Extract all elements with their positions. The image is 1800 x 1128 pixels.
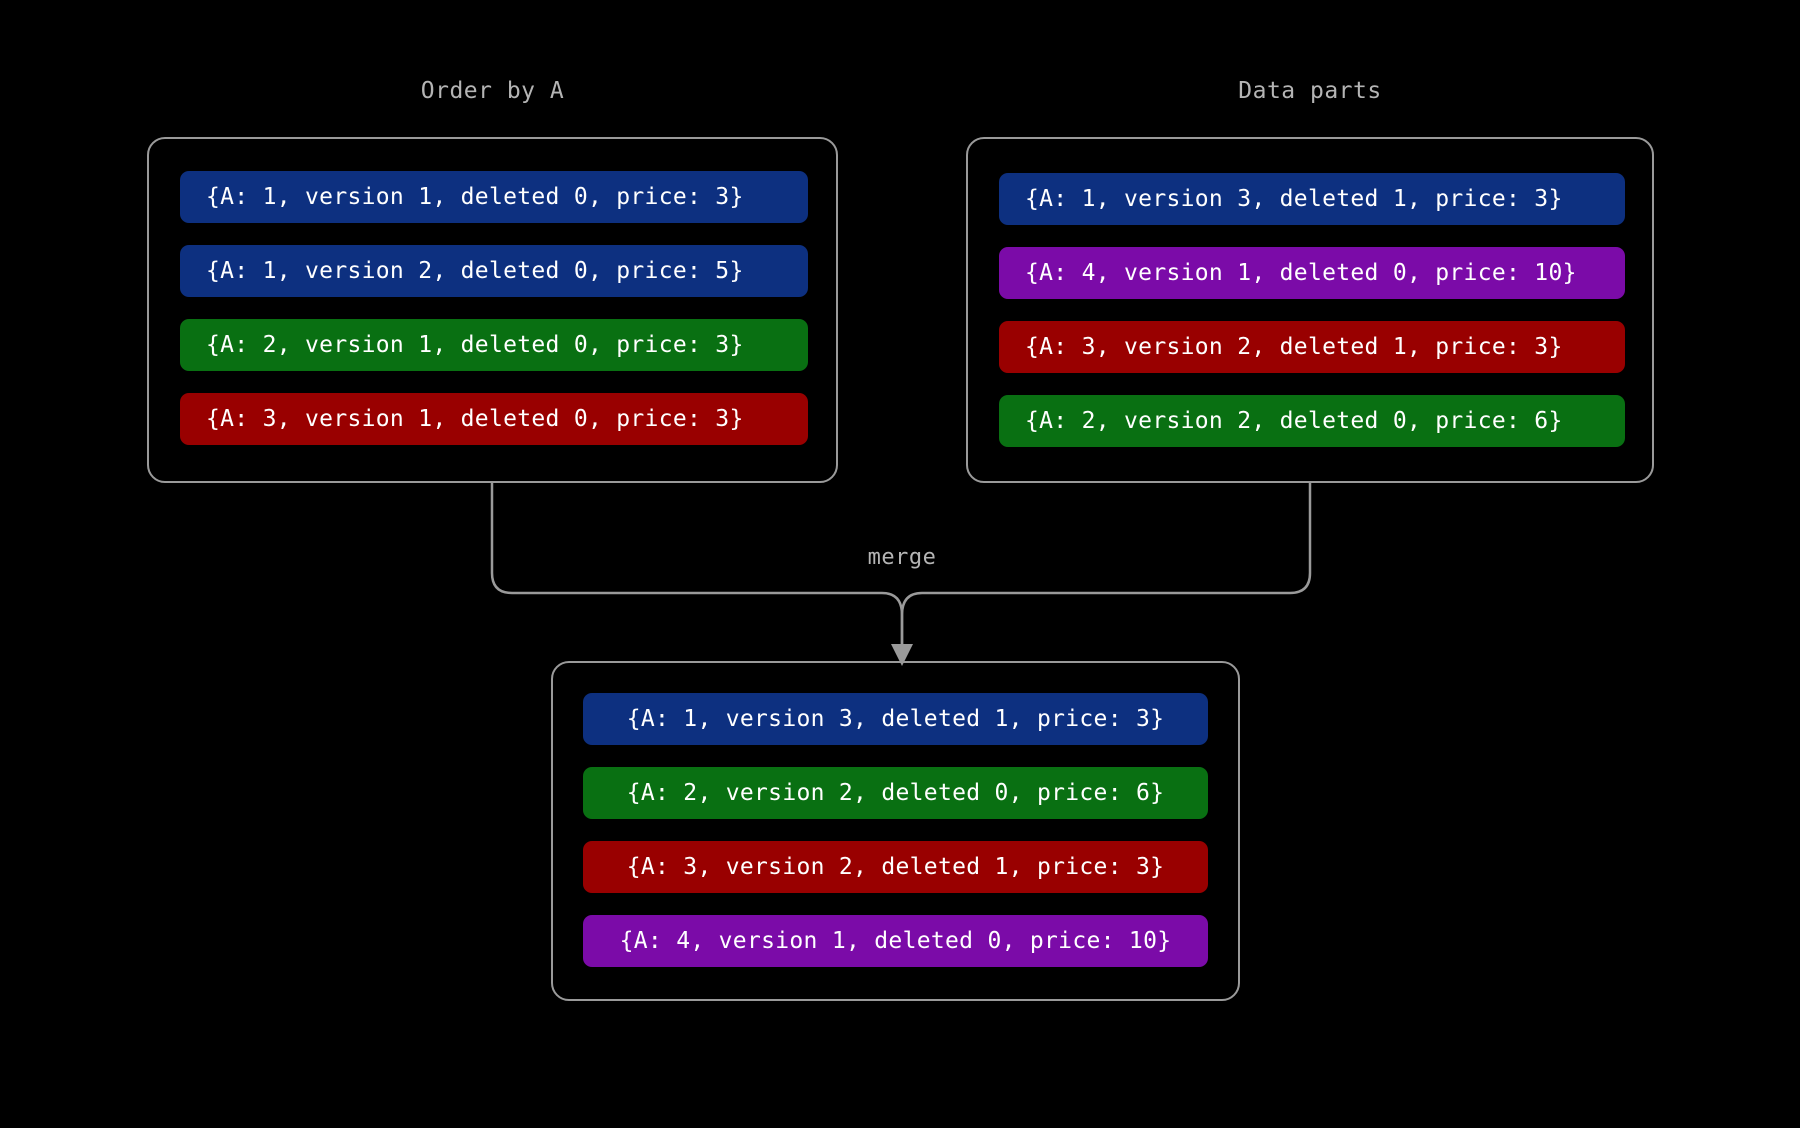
row-item[interactable]: {A: 4, version 1, deleted 0, price: 10} <box>583 915 1208 967</box>
panel-box-data-parts <box>966 137 1654 483</box>
row-label: {A: 1, version 3, deleted 1, price: 3} <box>626 706 1165 732</box>
row-list-merged-result: {A: 1, version 3, deleted 1, price: 3} {… <box>583 693 1208 967</box>
row-item[interactable]: {A: 2, version 2, deleted 0, price: 6} <box>999 395 1625 447</box>
row-label: {A: 3, version 2, deleted 1, price: 3} <box>1025 334 1563 360</box>
row-item[interactable]: {A: 4, version 1, deleted 0, price: 10} <box>999 247 1625 299</box>
panel-title-order-by-a: Order by A <box>420 78 565 104</box>
panel-merged-result: {A: 1, version 3, deleted 1, price: 3} {… <box>551 661 1240 1001</box>
row-label: {A: 2, version 2, deleted 0, price: 6} <box>626 780 1165 806</box>
row-label: {A: 1, version 2, deleted 0, price: 5} <box>206 258 744 284</box>
panel-box-merged-result <box>551 661 1240 1001</box>
connector-path-left <box>490 483 904 650</box>
row-label: {A: 4, version 1, deleted 0, price: 10} <box>1025 260 1577 286</box>
merge-label: merge <box>867 545 937 570</box>
row-label: {A: 3, version 1, deleted 0, price: 3} <box>206 406 744 432</box>
panel-title-data-parts: Data parts <box>1238 78 1382 104</box>
row-label: {A: 2, version 2, deleted 0, price: 6} <box>1025 408 1563 434</box>
row-list-data-parts: {A: 1, version 3, deleted 1, price: 3} {… <box>999 173 1625 447</box>
row-item[interactable]: {A: 2, version 1, deleted 0, price: 3} <box>180 319 808 371</box>
row-item[interactable]: {A: 3, version 2, deleted 1, price: 3} <box>999 321 1625 373</box>
row-label: {A: 1, version 1, deleted 0, price: 3} <box>206 184 744 210</box>
row-label: {A: 2, version 1, deleted 0, price: 3} <box>206 332 744 358</box>
row-item[interactable]: {A: 1, version 1, deleted 0, price: 3} <box>180 171 808 223</box>
row-item[interactable]: {A: 3, version 2, deleted 1, price: 3} <box>583 841 1208 893</box>
row-label: {A: 1, version 3, deleted 1, price: 3} <box>1025 186 1563 212</box>
row-item[interactable]: {A: 1, version 3, deleted 1, price: 3} <box>583 693 1208 745</box>
row-label: {A: 3, version 2, deleted 1, price: 3} <box>626 854 1165 880</box>
panel-data-parts: Data parts {A: 1, version 3, deleted 1, … <box>966 78 1654 483</box>
row-item[interactable]: {A: 1, version 3, deleted 1, price: 3} <box>999 173 1625 225</box>
connector-path-right <box>900 483 1312 650</box>
panel-order-by-a: Order by A {A: 1, version 1, deleted 0, … <box>147 78 838 483</box>
row-label: {A: 4, version 1, deleted 0, price: 10} <box>619 928 1172 954</box>
panel-box-order-by-a <box>147 137 838 483</box>
row-item[interactable]: {A: 3, version 1, deleted 0, price: 3} <box>180 393 808 445</box>
row-item[interactable]: {A: 2, version 2, deleted 0, price: 6} <box>583 767 1208 819</box>
row-list-order-by-a: {A: 1, version 1, deleted 0, price: 3} {… <box>180 171 808 445</box>
row-item[interactable]: {A: 1, version 2, deleted 0, price: 5} <box>180 245 808 297</box>
